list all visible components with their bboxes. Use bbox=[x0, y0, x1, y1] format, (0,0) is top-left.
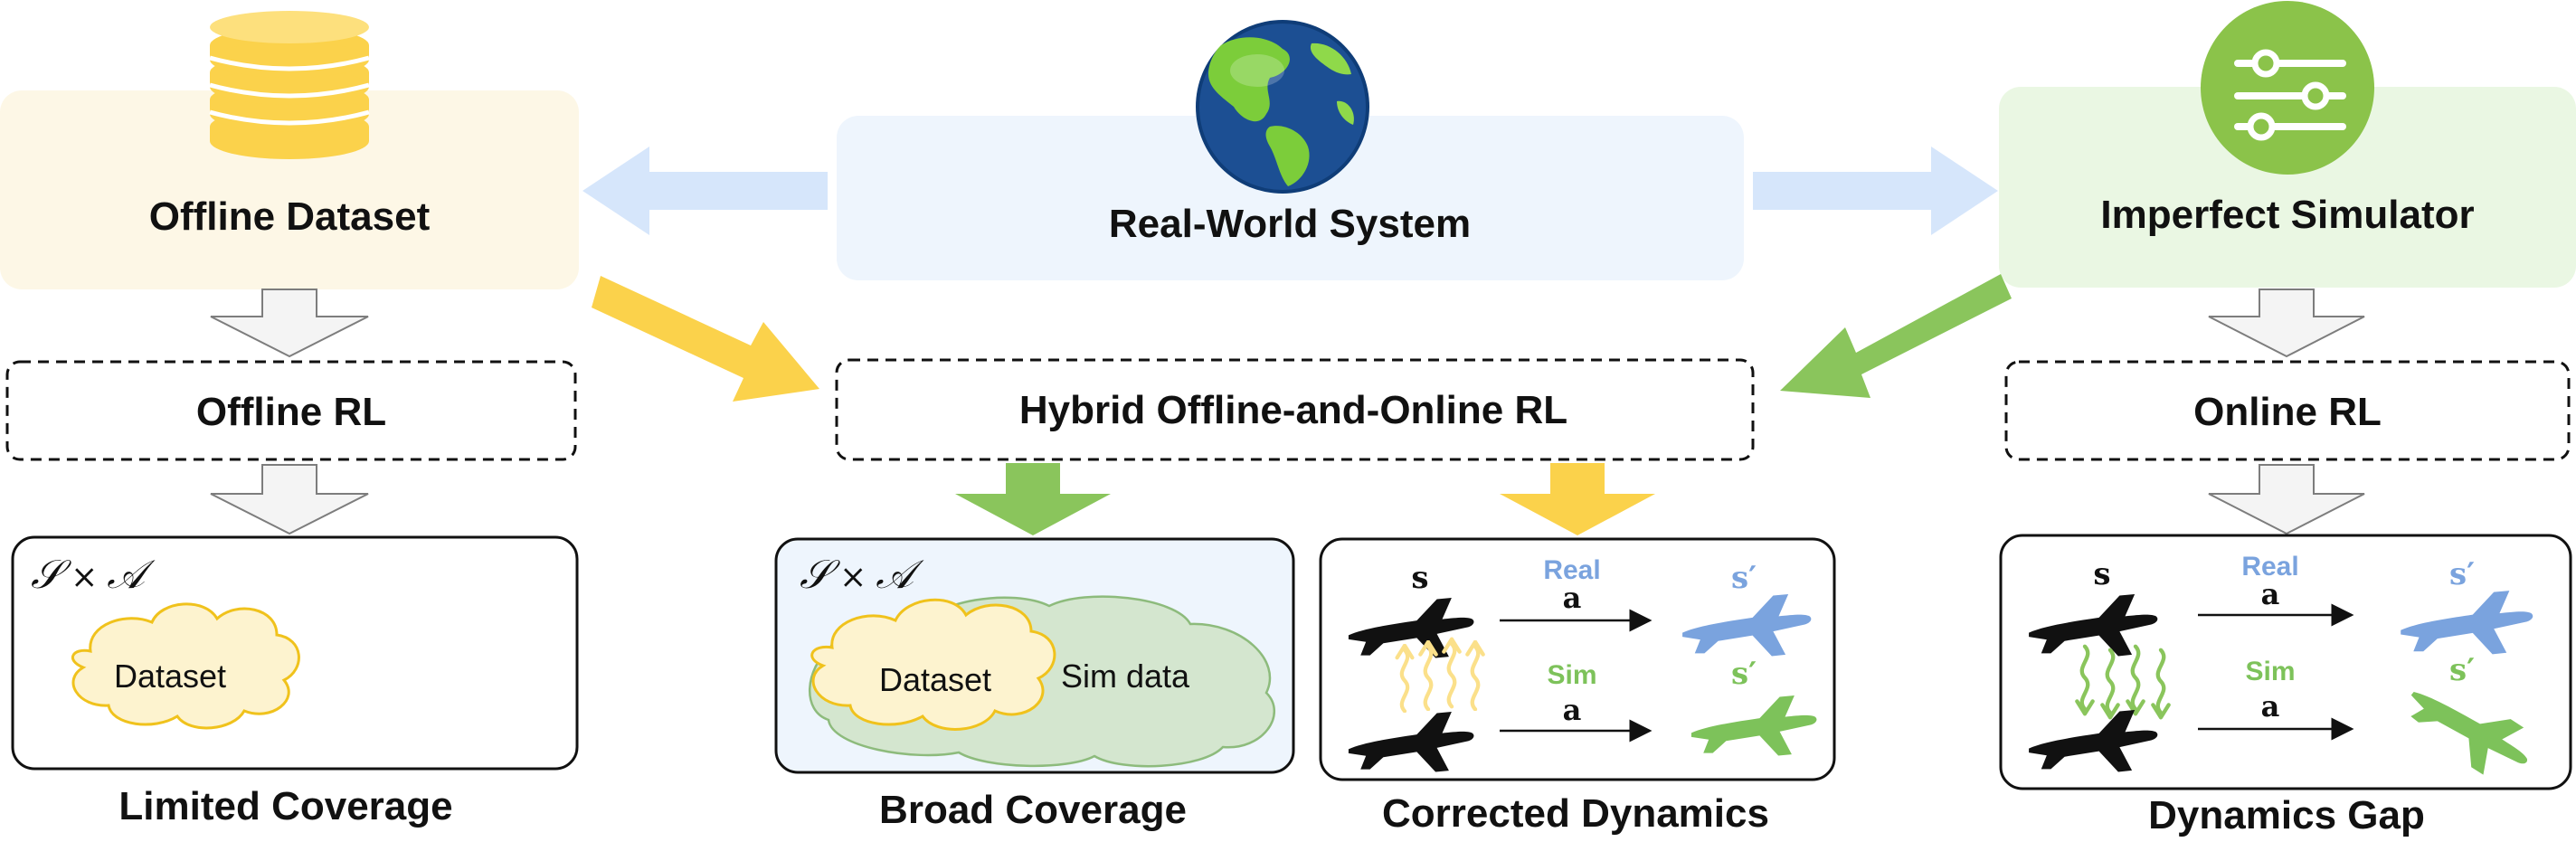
online-rl-to-gap-arrow bbox=[2208, 464, 2365, 535]
hybrid-rl-label: Hybrid Offline-and-Online RL bbox=[1019, 388, 1567, 432]
limited-coverage-caption: Limited Coverage bbox=[118, 784, 452, 828]
next-state-label-corrected-sim: s′ bbox=[1731, 656, 1757, 692]
sliders-icon bbox=[2201, 1, 2374, 175]
simulator-to-hybrid-arrow bbox=[1780, 274, 2012, 398]
dataset-to-offline-rl-arrow bbox=[210, 289, 369, 358]
online-rl-label: Online RL bbox=[2193, 390, 2382, 434]
offline-rl-to-coverage-arrow bbox=[210, 464, 369, 535]
sim-label-gap: Sim bbox=[2245, 657, 2295, 686]
broad-coverage-caption: Broad Coverage bbox=[879, 788, 1187, 832]
next-state-label-gap-real: s′ bbox=[2449, 556, 2475, 592]
online-rl-box bbox=[2004, 360, 2571, 461]
dynamics-gap-caption: Dynamics Gap bbox=[2148, 793, 2425, 837]
dataset-cloud bbox=[71, 602, 300, 730]
state-action-space-label-broad: 𝒮×𝒜 bbox=[800, 552, 924, 598]
hybrid-to-coverage-arrow bbox=[955, 463, 1111, 535]
real-to-simulator-arrow bbox=[1753, 147, 1998, 235]
hybrid-to-dynamics-arrow bbox=[1500, 463, 1655, 535]
sim-label-corrected: Sim bbox=[1547, 660, 1596, 690]
hybrid-rl-box bbox=[835, 358, 1755, 461]
dataset-cloud-broad bbox=[810, 598, 1056, 731]
simulator-to-online-rl-arrow bbox=[2208, 289, 2365, 358]
state-label-gap: s bbox=[2093, 556, 2110, 592]
corrected-dynamics-caption: Corrected Dynamics bbox=[1382, 791, 1769, 836]
next-state-label-gap-sim: s′ bbox=[2449, 652, 2475, 688]
offline-rl-box bbox=[5, 360, 577, 461]
database-icon bbox=[209, 11, 370, 159]
offline-rl-label: Offline RL bbox=[196, 390, 386, 434]
real-world-system-label: Real-World System bbox=[1109, 202, 1471, 246]
dynamics-gap-panel bbox=[1999, 534, 2572, 790]
sim-data-label: Sim data bbox=[1061, 658, 1190, 695]
real-to-dataset-arrow bbox=[582, 147, 828, 235]
dataset-to-hybrid-arrow bbox=[592, 276, 819, 402]
dataset-label-broad: Dataset bbox=[879, 661, 991, 698]
offline-dataset-panel bbox=[0, 90, 579, 289]
offline-dataset-label: Offline Dataset bbox=[149, 194, 431, 239]
imperfect-simulator-panel bbox=[1999, 87, 2576, 288]
action-label-corrected-sim: a bbox=[1563, 693, 1582, 727]
real-world-panel bbox=[837, 116, 1744, 280]
real-label-corrected: Real bbox=[1543, 555, 1600, 585]
state-label-corrected: s bbox=[1411, 560, 1428, 596]
next-state-label-corrected-real: s′ bbox=[1731, 560, 1757, 596]
globe-icon bbox=[1196, 20, 1369, 194]
action-label-corrected-real: a bbox=[1563, 581, 1582, 615]
real-label-gap: Real bbox=[2241, 552, 2298, 582]
action-label-gap-sim: a bbox=[2261, 689, 2280, 724]
action-label-gap-real: a bbox=[2261, 577, 2280, 611]
state-action-space-label: 𝒮×𝒜 bbox=[31, 552, 156, 598]
imperfect-simulator-label: Imperfect Simulator bbox=[2100, 193, 2474, 237]
dataset-label: Dataset bbox=[114, 658, 226, 695]
